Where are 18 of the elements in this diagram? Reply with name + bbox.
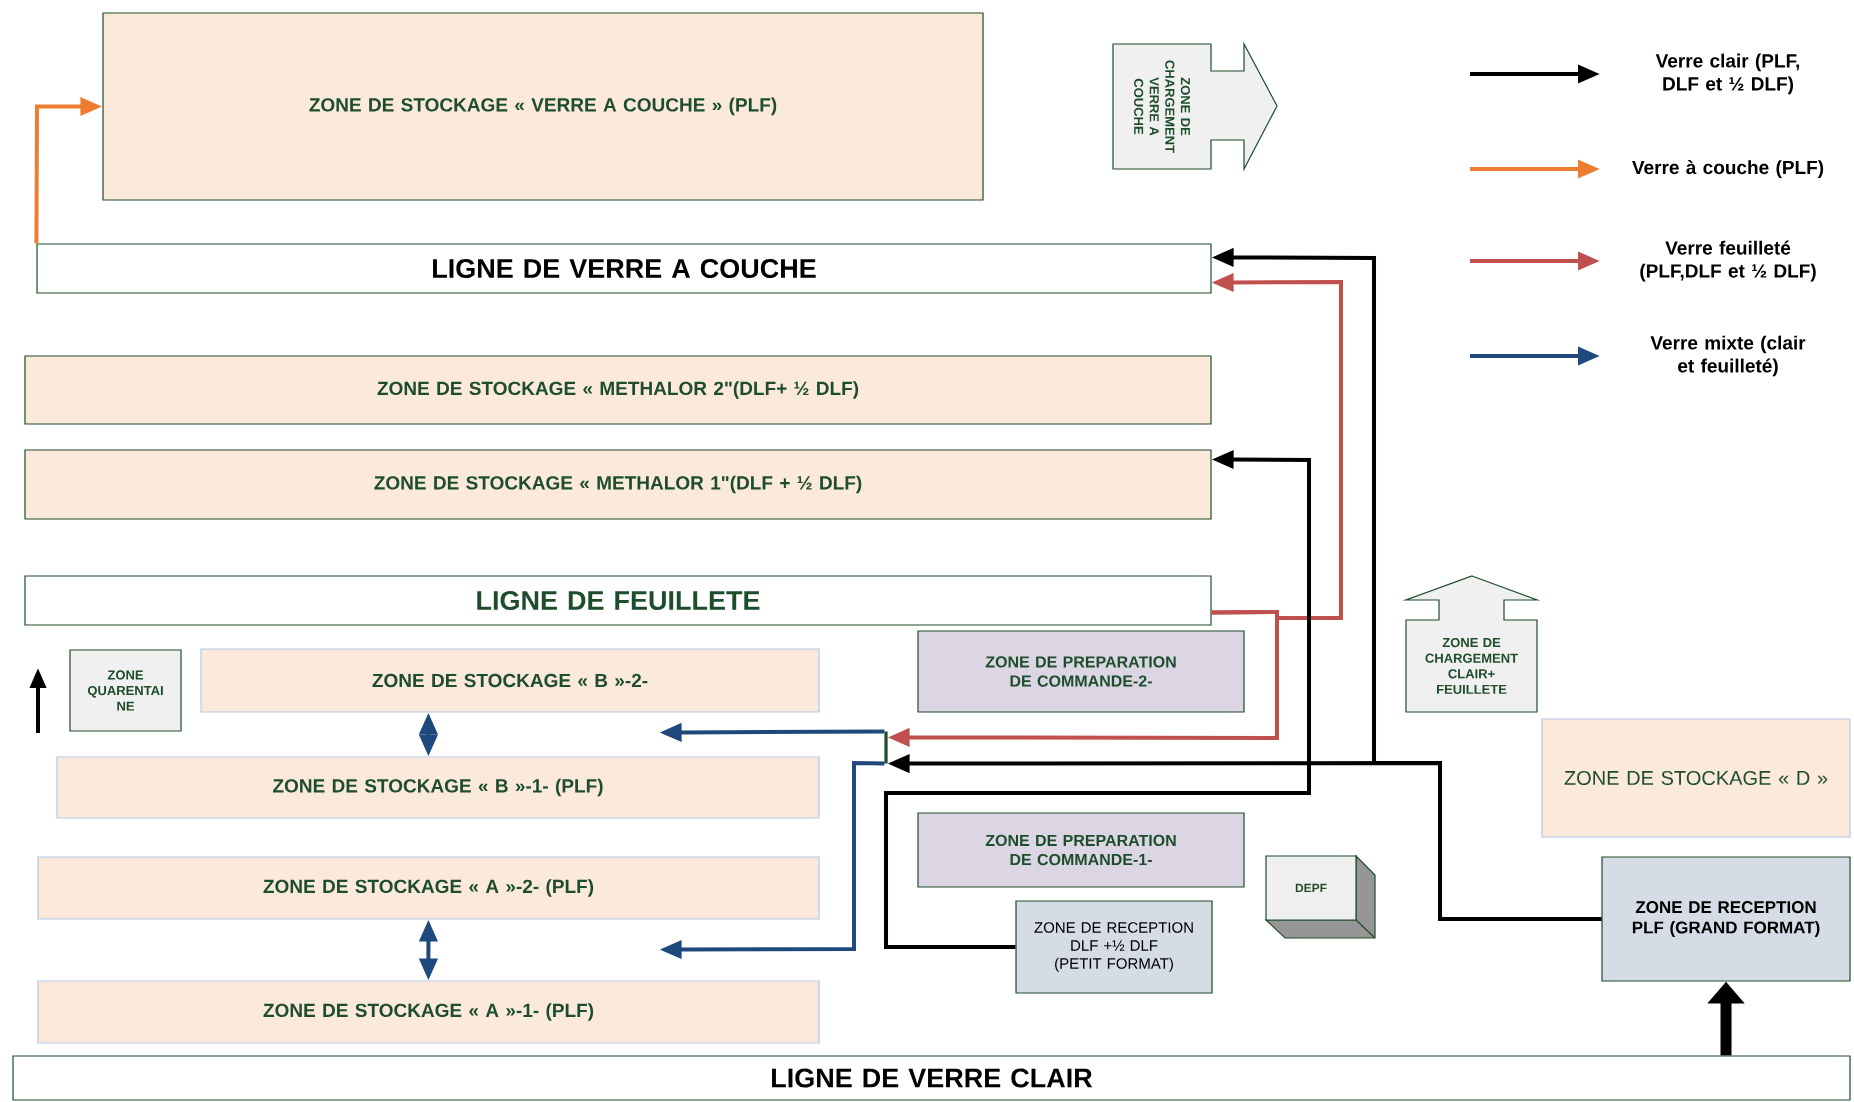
- storage-zone: ZONE DE STOCKAGE « A »-2- (PLF): [37, 856, 820, 920]
- legend-label: Verre à couche (PLF): [1632, 160, 1824, 178]
- order-preparation-zone: ZONE DE PREPARATION DE COMMANDE-2-: [917, 630, 1245, 713]
- junction-bar: [884, 731, 888, 764]
- reception-zone: ZONE DE RECEPTION DLF +½ DLF (PETIT FORMAT): [1015, 900, 1213, 994]
- storage-zone: ZONE DE STOCKAGE « METHALOR 2"(DLF+ ½ DLF): [24, 355, 1212, 425]
- legend-label: Verre mixte (clair et feuilleté): [1650, 335, 1806, 377]
- reception-zone: ZONE DE RECEPTION PLF (GRAND FORMAT): [1601, 856, 1851, 982]
- storage-zone: ZONE DE STOCKAGE « B »-1- (PLF): [56, 756, 820, 819]
- storage-zone: ZONE DE STOCKAGE « A »-1- (PLF): [37, 980, 820, 1044]
- storage-zone: ZONE DE STOCKAGE « METHALOR 1"(DLF + ½ DLF): [24, 449, 1212, 520]
- storage-zone: ZONE DE STOCKAGE « B »-2-: [200, 648, 820, 713]
- quarantine-zone: ZONE QUARENTAI NE: [69, 649, 182, 732]
- order-preparation-zone: ZONE DE PREPARATION DE COMMANDE-1-: [917, 812, 1245, 888]
- storage-zone: ZONE DE STOCKAGE « D »: [1541, 718, 1851, 838]
- legend-label: Verre clair (PLF, DLF et ½ DLF): [1655, 53, 1800, 95]
- legend-label: Verre feuilleté (PLF,DLF et ½ DLF): [1640, 240, 1816, 282]
- storage-zone: ZONE DE STOCKAGE « VERRE A COUCHE » (PLF): [102, 12, 984, 201]
